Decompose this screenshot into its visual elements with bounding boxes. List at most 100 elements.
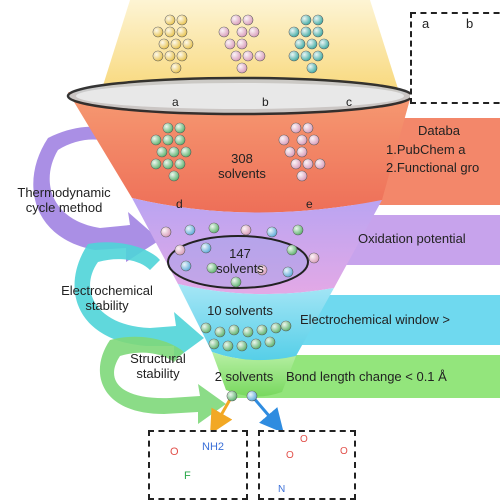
molecule-sphere [242,326,254,338]
orange-output-arrow [210,395,234,435]
molecule-sphere [164,14,176,26]
molecule-sphere [162,158,174,170]
molecule-sphere [236,26,248,38]
molecule-sphere [176,14,188,26]
molecule-sphere [290,122,302,134]
stage1-count: 308 solvents [210,151,274,181]
molecule-sphere [218,26,230,38]
bond-criteria: Bond length change < 0.1 Å [286,369,447,384]
molecule-sphere [300,14,312,26]
molecule-sphere [174,244,186,256]
molecule-sphere [242,50,254,62]
funnel-stage4 [212,352,296,397]
molecule-sphere [230,14,242,26]
molecule-sphere [236,62,248,74]
molecule-sphere [280,320,292,332]
struct-method-label: Structural stability [118,351,198,381]
molecule-sphere [174,158,186,170]
molecule-sphere [286,244,298,256]
molecule-sphere [282,266,294,278]
molecule-sphere [226,390,238,402]
molecule-sphere [240,224,252,236]
molecule-sphere [164,26,176,38]
molecule-sphere [214,326,226,338]
molecule-sphere [170,62,182,74]
molecule-sphere [236,340,248,352]
molecule-sphere [306,38,318,50]
molecule-sphere [312,14,324,26]
molecule-sphere [264,336,276,348]
top-structure-box: a b [410,12,500,104]
molecule-sphere [174,134,186,146]
molecule-sphere [162,122,174,134]
molecule-sphere [162,134,174,146]
molecule-sphere [288,50,300,62]
stage1-label-e: e [306,197,313,211]
right-atom-o1: O [300,434,308,445]
right-atom-o3: O [340,446,348,457]
right-atom-n: N [278,484,286,495]
electro-criteria: Electrochemical window > [300,312,450,327]
left-atom-o: O [170,446,179,458]
molecule-sphere [308,134,320,146]
thermo-method-label: Thermodynamic cycle method [4,185,124,215]
molecule-sphere [158,38,170,50]
bond-banner [232,355,500,398]
molecule-sphere [222,340,234,352]
funnel-rim-inner [76,83,404,109]
molecule-sphere [278,134,290,146]
molecule-sphere [208,222,220,234]
molecule-sphere [182,38,194,50]
molecule-sphere [156,146,168,158]
molecule-sphere [208,338,220,350]
molecule-sphere [236,38,248,50]
funnel-stage2 [132,198,382,295]
molecule-sphere [292,224,304,236]
thermo-arrow [33,126,160,262]
electro-arrow [74,242,204,360]
molecule-sphere [228,324,240,336]
database-line1: 1.PubChem a [386,141,466,157]
left-atom-f: F [184,470,191,482]
stage2-count-number: 147 [229,246,251,261]
molecule-sphere [256,264,268,276]
molecule-sphere [206,262,218,274]
molecule-sphere [266,226,278,238]
database-criteria: Databa 1.PubChem a 2.Functional gro [386,123,479,176]
molecule-sphere [308,252,320,264]
molecule-sphere [168,170,180,182]
molecule-sphere [176,26,188,38]
molecule-sphere [290,158,302,170]
molecule-sphere [184,224,196,236]
rim-label-b: b [262,95,269,109]
molecule-sphere [300,50,312,62]
molecule-sphere [294,38,306,50]
rim-label-a: a [172,95,179,109]
molecule-sphere [296,134,308,146]
funnel-stage1 [68,92,412,213]
thermo-line2: cycle method [25,199,103,215]
stage1-label-d: d [176,197,183,211]
electro-line2: stability [85,297,129,313]
oxidation-criteria: Oxidation potential [358,231,466,246]
molecule-sphere [164,50,176,62]
molecule-sphere [200,322,212,334]
molecule-sphere [200,242,212,254]
molecule-sphere [170,38,182,50]
molecule-sphere [288,26,300,38]
molecule-sphere [296,170,308,182]
molecule-sphere [224,38,236,50]
thermo-line1: Thermodynamic [17,185,111,200]
stage1-count-unit: solvents [218,165,266,181]
blue-output-arrow [250,395,284,434]
molecule-sphere [254,50,266,62]
molecule-sphere [180,260,192,272]
left-result-box [148,430,248,500]
molecule-sphere [284,146,296,158]
molecule-sphere [248,26,260,38]
molecule-sphere [152,50,164,62]
molecule-sphere [180,146,192,158]
molecule-sphere [168,146,180,158]
molecule-sphere [312,50,324,62]
